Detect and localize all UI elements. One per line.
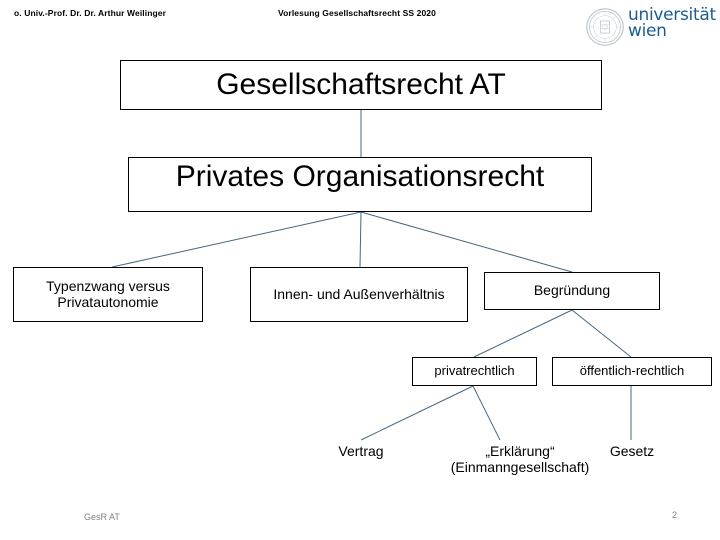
header-course-title: Vorlesung Gesellschaftsrecht SS 2020 bbox=[278, 8, 436, 18]
connector-privatrechtlich-to-erklaerung bbox=[472, 385, 501, 441]
node-typenzwang-privatautonomie[interactable]: Typenzwang versus Privatautonomie bbox=[13, 267, 203, 322]
logo-line-2: wien bbox=[628, 20, 667, 41]
node-label: Privates Organisationsrecht bbox=[175, 160, 545, 193]
connector-privates-to-begruendung bbox=[360, 211, 573, 273]
node-label: Gesellschaftsrecht AT bbox=[216, 68, 506, 102]
node-label-line-1: „Erklärung“ bbox=[485, 443, 555, 459]
node-label: Innen- und Außenverhältnis bbox=[273, 285, 445, 302]
university-logo: universität wien bbox=[586, 5, 716, 48]
university-seal-emblem bbox=[586, 8, 624, 46]
node-gesellschaftsrecht-at[interactable]: Gesellschaftsrecht AT bbox=[120, 60, 602, 110]
connector-privatrechtlich-to-vertrag bbox=[360, 385, 474, 441]
node-label: privatrechtlich bbox=[434, 363, 515, 379]
logo-wordmark: universität wien bbox=[628, 5, 716, 41]
node-erklaerung[interactable]: „Erklärung“ (Einmanngesellschaft) bbox=[420, 443, 620, 475]
connector-privates-to-typenzwang bbox=[111, 211, 362, 268]
node-label-line-2: (Einmanngesellschaft) bbox=[450, 459, 590, 476]
node-privates-organisationsrecht[interactable]: Privates Organisationsrecht bbox=[128, 157, 592, 212]
logo-line-1: universität bbox=[628, 5, 716, 25]
node-oeffentlich-rechtlich[interactable]: öffentlich-rechtlich bbox=[552, 357, 712, 386]
node-label: Begründung bbox=[533, 282, 611, 299]
node-vertrag[interactable]: Vertrag bbox=[311, 443, 411, 459]
connector-begruendung-to-privatrechtlich bbox=[473, 309, 573, 358]
connector-privates-to-innen bbox=[359, 211, 362, 268]
node-label: Vertrag bbox=[338, 443, 384, 459]
header-author: o. Univ.-Prof. Dr. Dr. Arthur Weilinger bbox=[14, 8, 167, 18]
footer-label: GesR AT bbox=[84, 512, 120, 522]
node-label: Typenzwang versus Privatautonomie bbox=[46, 277, 170, 310]
connector-begruendung-to-oeffentlich bbox=[571, 309, 632, 358]
node-label: Gesetz bbox=[609, 443, 655, 459]
node-label: öffentlich-rechtlich bbox=[579, 363, 685, 379]
node-begruendung[interactable]: Begründung bbox=[484, 272, 660, 310]
node-gesetz[interactable]: Gesetz bbox=[582, 443, 682, 459]
slide-page-number: 2 bbox=[672, 510, 678, 520]
node-privatrechtlich[interactable]: privatrechtlich bbox=[412, 357, 537, 386]
node-innen-aussenverhaeltnis[interactable]: Innen- und Außenverhältnis bbox=[250, 267, 468, 322]
